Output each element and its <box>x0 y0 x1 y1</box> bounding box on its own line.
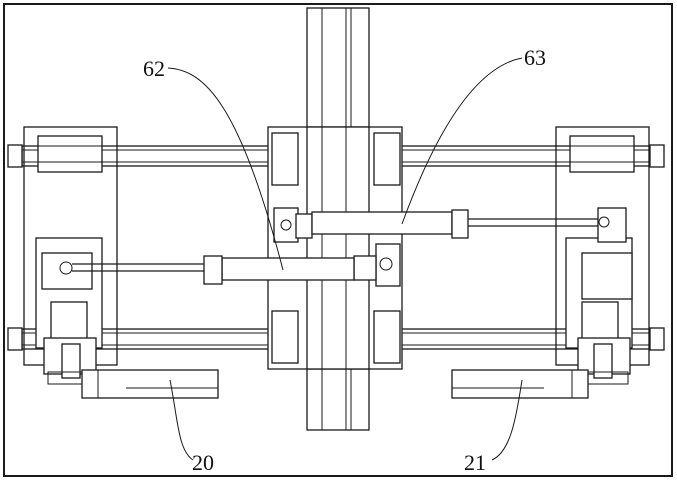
drawing-border <box>3 3 673 477</box>
leader-20 <box>169 379 194 461</box>
cylinder-63 <box>273 207 627 243</box>
label-62: 62 <box>143 56 165 81</box>
leader-62 <box>167 67 284 271</box>
right-carriage <box>555 126 650 385</box>
leader-63 <box>401 57 523 225</box>
left-carriage <box>23 126 118 385</box>
label-63: 63 <box>524 45 546 70</box>
label-21: 21 <box>464 450 486 475</box>
label-20: 20 <box>192 450 214 475</box>
leader-21 <box>491 379 523 461</box>
part-20 <box>81 369 219 399</box>
cylinder-62 <box>59 243 401 287</box>
